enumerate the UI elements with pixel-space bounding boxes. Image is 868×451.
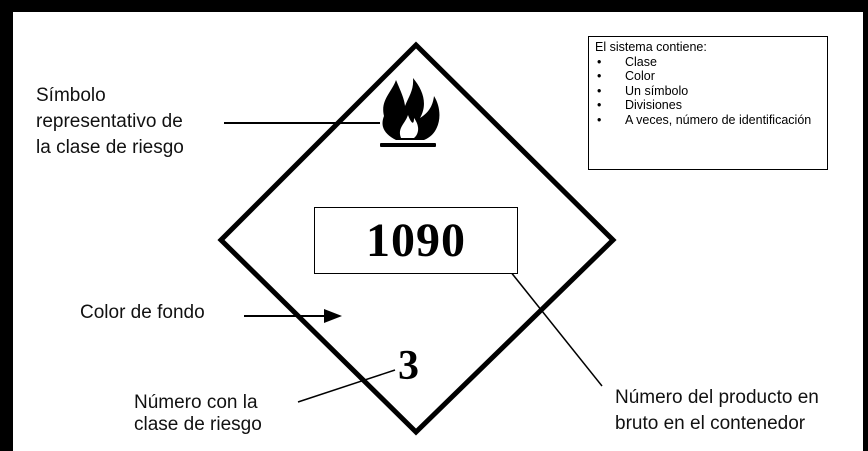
symbol-label-line: representativo de [36,111,183,132]
class-number-label-line: clase de riesgo [134,414,262,435]
product-number-pointer-line [505,265,603,387]
system-info-box: El sistema contiene: Clase Color Un símb… [588,36,828,170]
background-pointer-arrowhead [324,309,342,323]
symbol-label: Símbolo representativo de la clase de ri… [36,83,184,161]
info-box-list: Clase Color Un símbolo Divisiones A vece… [595,55,821,128]
product-number-label-line: bruto en el contenedor [615,413,806,434]
symbol-label-line: la clase de riesgo [36,137,184,158]
info-box-title: El sistema contiene: [595,40,707,54]
class-number-label-line: Número con la [134,392,258,413]
class-number-pointer-line [297,369,396,403]
list-item: Divisiones [595,98,821,113]
identification-number: 1090 [366,214,466,267]
list-item: Color [595,69,821,84]
list-item: A veces, número de identificación [595,113,821,128]
identification-number-box: 1090 [314,207,518,274]
class-number-label: Número con la clase de riesgo [134,392,262,436]
flame-icon [380,78,440,147]
list-item: Clase [595,55,821,70]
list-item: Un símbolo [595,84,821,99]
product-number-label: Número del producto en bruto en el conte… [615,385,819,437]
symbol-label-line: Símbolo [36,85,106,106]
hazard-class-number: 3 [398,343,419,389]
background-color-label: Color de fondo [80,302,205,323]
product-number-label-line: Número del producto en [615,387,819,408]
